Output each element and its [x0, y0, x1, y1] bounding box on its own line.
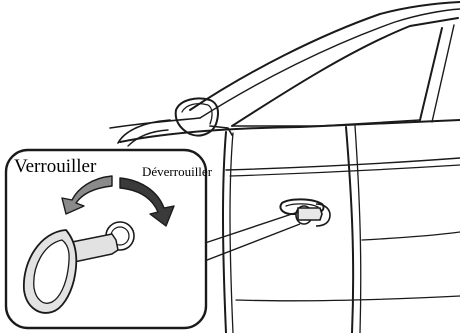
b-pillar	[420, 28, 442, 120]
lock-label: Verrouiller	[14, 156, 97, 177]
rear-door-lower	[362, 232, 460, 240]
door-front-edge	[223, 132, 226, 333]
body-character-line-2	[230, 165, 460, 176]
keyhole-key-stub	[298, 208, 322, 220]
callout: Verrouiller Déverrouiller	[6, 150, 300, 328]
belt-line	[120, 120, 460, 142]
door-front-edge-inner	[230, 133, 233, 333]
car-roof-inner-line	[200, 9, 460, 118]
b-pillar-inner	[432, 25, 454, 122]
body-character-line	[226, 158, 460, 170]
car-roof-line	[190, 2, 460, 110]
unlock-label: Déverrouiller	[142, 164, 213, 179]
callout-connector-top	[202, 212, 298, 244]
body-lower-line	[236, 296, 460, 301]
door-rear-edge-inner	[355, 126, 361, 333]
hood-line	[110, 118, 200, 128]
callout-connector-bottom	[202, 224, 300, 262]
door-rear-edge	[346, 127, 353, 333]
door-keyhole	[296, 204, 330, 226]
front-window	[232, 18, 458, 126]
